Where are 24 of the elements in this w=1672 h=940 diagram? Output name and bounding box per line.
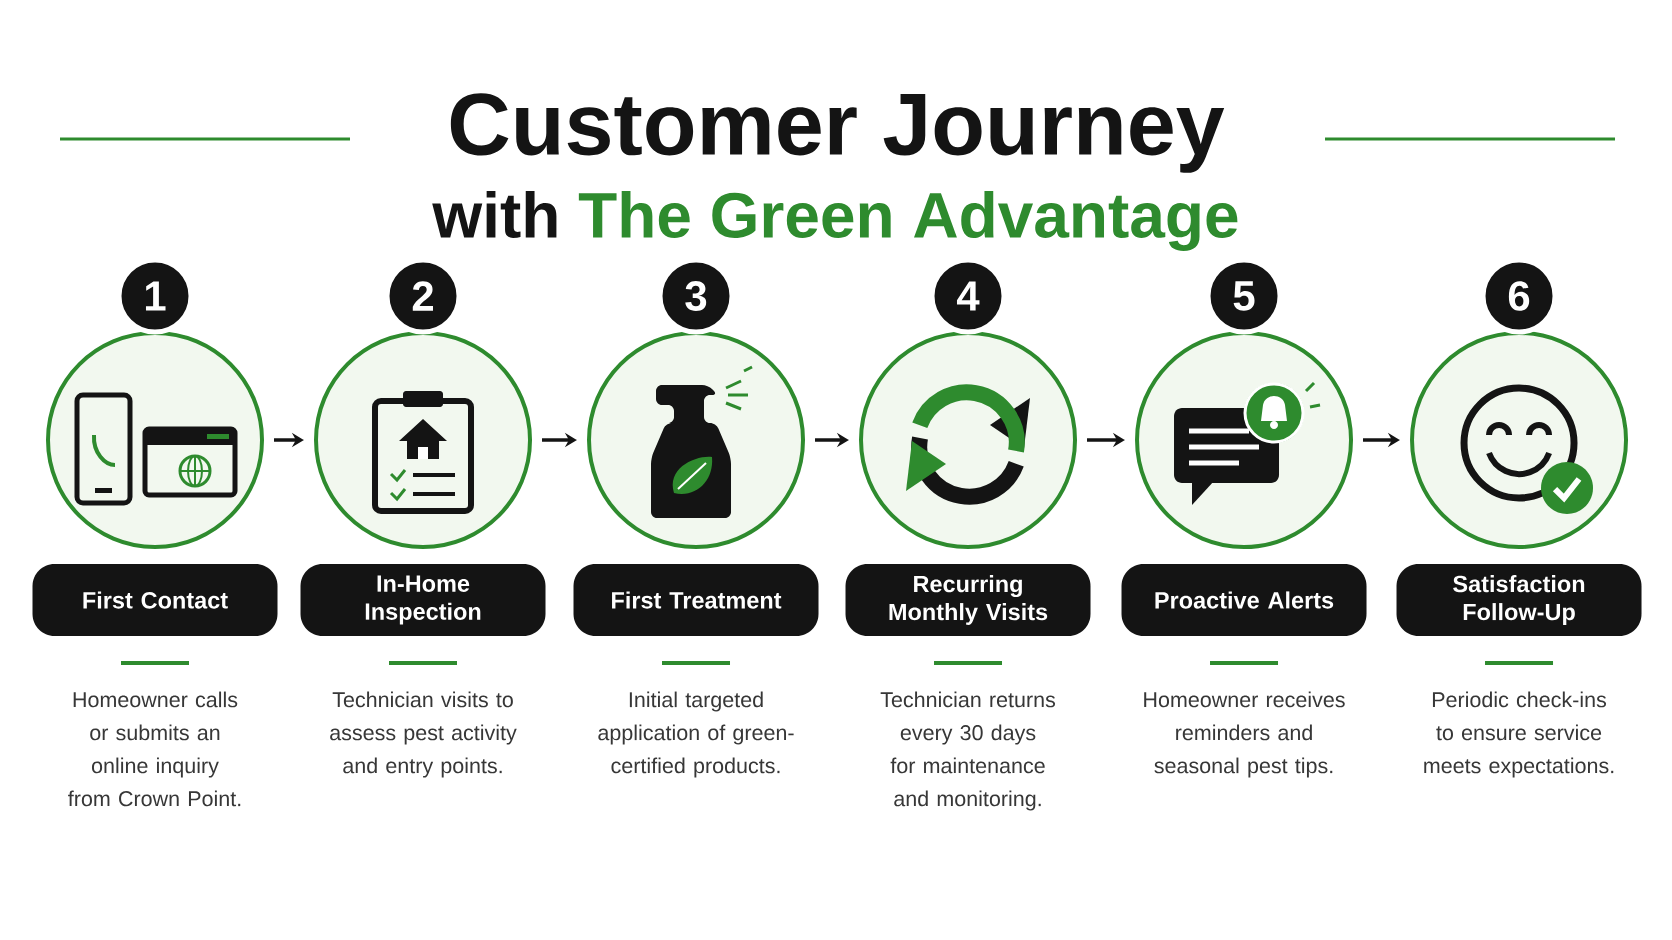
- description-text: Technician returns every 30 days for maintenance and monitoring.: [880, 691, 1056, 811]
- step-label-pill: Satisfaction Follow-Up: [1396, 564, 1642, 636]
- number-badge: 4: [929, 257, 1007, 335]
- number-badge: 2: [384, 257, 462, 335]
- step-circle: [1410, 331, 1628, 549]
- title: Customer Journey: [450, 93, 1225, 173]
- description-text: Homeowner calls or submits an online inquiry from Crown Point.: [68, 691, 241, 807]
- step-label-pill: First Contact: [32, 564, 278, 636]
- description-text: Periodic check-ins to ensure service meets expectations.: [1424, 691, 1614, 778]
- step-circle: [314, 331, 532, 549]
- subtitle: with The Green Advantage: [432, 191, 1238, 251]
- number-badge: 3: [657, 257, 735, 335]
- step-label-pill: First Treatment: [573, 564, 819, 636]
- step-circle: [859, 331, 1077, 549]
- number-badge: 1: [116, 257, 194, 335]
- description-text: Initial targeted application of green-certified products.: [598, 691, 794, 778]
- number-badge: 6: [1480, 257, 1558, 335]
- step-label-pill: Recurring Monthly Visits: [845, 564, 1091, 636]
- step-label-pill: In-Home Inspection: [300, 564, 546, 636]
- step-circle: [46, 331, 264, 549]
- description-text: Technician visits to assess pest activity and entry points.: [330, 691, 517, 778]
- description-text: Homeowner receives reminders and seasonal pest tips.: [1144, 691, 1345, 778]
- step-label-pill: Proactive Alerts: [1121, 564, 1367, 636]
- number-badge: 5: [1205, 257, 1283, 335]
